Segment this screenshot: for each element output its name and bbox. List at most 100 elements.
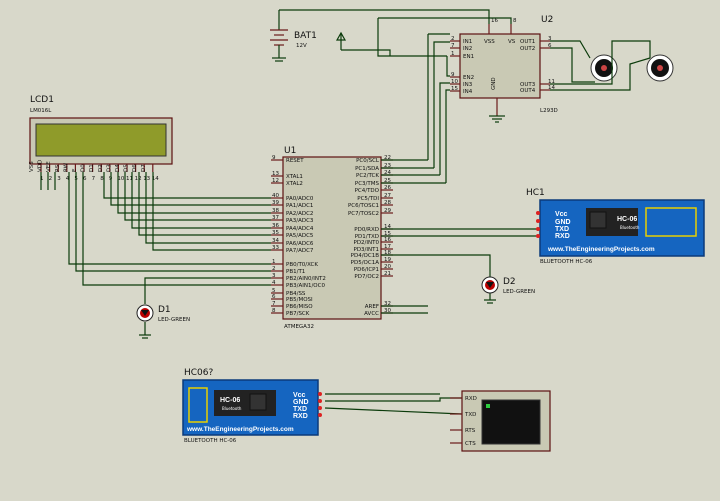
lcd1-pinnum-13: 13 — [143, 176, 150, 182]
u2-pinnum-9: 9 — [451, 72, 455, 78]
u2-pin-out3: OUT3 — [520, 82, 536, 88]
lcd1-pinnum-1: 1 — [40, 176, 44, 182]
u1-pin-pc2-tck: PC2/TCK — [356, 173, 379, 179]
led-d1[interactable]: D1 LED-GREEN — [136, 304, 190, 323]
u1-pin-pc6-tosc1: PC6/TOSC1 — [348, 203, 379, 209]
u1-pinnum-5: 5 — [272, 288, 276, 294]
terminal-cursor — [486, 404, 490, 408]
u1-pin-pd1-txd: PD1/TXD — [355, 234, 379, 240]
lcd1-pin-rw: RW — [63, 162, 69, 172]
u2-pin-in4: IN4 — [463, 89, 473, 95]
led-d2[interactable]: D2 LED-GREEN — [481, 276, 535, 295]
u1-pinnum-4: 4 — [272, 280, 276, 286]
u1-pinnum-22: 22 — [384, 155, 391, 161]
u1-pinnum-6: 6 — [272, 294, 276, 300]
u2-pinnum-11: 11 — [548, 79, 555, 85]
hc06-caption: BLUETOOTH HC-06 — [184, 438, 237, 444]
motor-1[interactable] — [590, 54, 618, 82]
lcd1-pin-d7: D7 — [141, 164, 147, 172]
u2-pin-vss: VSS — [484, 39, 495, 45]
battery-bat1[interactable]: BAT1 12V — [270, 10, 317, 62]
bluetooth-module-hc1[interactable]: HC1 HC-06 Bluetooth Vcc GND TXD RXD www.… — [526, 188, 705, 265]
u1-pin-pc7-tosc2: PC7/TOSC2 — [348, 211, 379, 217]
u1-pinnum-30: 30 — [384, 308, 391, 314]
lcd1-pin-d6: D6 — [132, 164, 138, 172]
hc06-pin-txd: TXD — [293, 406, 307, 413]
u1-pinnum-2: 2 — [272, 266, 276, 272]
hc1-pin-rxd: RXD — [555, 233, 570, 240]
bluetooth-module-hc06[interactable]: HC06? HC-06 Bluetooth Vcc GND TXD RXD ww… — [182, 368, 322, 444]
hc1-site: www.TheEngineeringProjects.com — [547, 246, 655, 253]
u2-pin-out2: OUT2 — [520, 46, 535, 52]
hc06-module-sub: Bluetooth — [222, 406, 242, 411]
u1-pinnum-29: 29 — [384, 208, 391, 214]
u1-pin-pc4-tdo: PC4/TDO — [355, 188, 380, 194]
hc1-module-label: HC-06 — [617, 216, 637, 223]
lcd1-pin-d4: D4 — [115, 164, 121, 172]
u1-pin-pc5-tdi: PC5/TDI — [357, 196, 379, 202]
u1-pinnum-23: 23 — [384, 163, 391, 169]
u1-pinnum-16: 16 — [384, 237, 391, 243]
u1-pinnum-7: 7 — [272, 301, 276, 307]
u2-pinnum-3: 3 — [548, 36, 552, 42]
lcd1-pinnum-10: 10 — [117, 176, 124, 182]
lcd1-pin-vss: VSS — [29, 161, 35, 172]
u2-pinnum-2: 2 — [451, 36, 455, 42]
u2-part: L293D — [540, 108, 558, 114]
lcd1-pinnum-3: 3 — [57, 176, 61, 182]
lcd1-pin-d2: D2 — [98, 164, 104, 172]
u1-pin-pa3-adc3: PA3/ADC3 — [286, 218, 314, 224]
u1-pinnum-12: 12 — [272, 178, 279, 184]
u1-pinnum-37: 37 — [272, 215, 279, 221]
u1-pinnum-38: 38 — [272, 208, 279, 214]
lcd-lcd1[interactable]: LCD1 LM016L — [29, 95, 173, 165]
lcd1-pinnum-11: 11 — [126, 176, 133, 182]
u2-pin-in2: IN2 — [463, 46, 472, 52]
lcd1-pinnum-7: 7 — [92, 176, 96, 182]
terminal-pin-cts: CTS — [465, 441, 476, 447]
lcd1-ref: LCD1 — [30, 95, 54, 105]
u1-pin-pc0-scl: PC0/SCL — [356, 158, 380, 164]
u2-pin-in3: IN3 — [463, 82, 473, 88]
d1-value: LED-GREEN — [158, 317, 190, 323]
u1-pinnum-18: 18 — [384, 250, 391, 256]
hc06-module-label: HC-06 — [220, 397, 240, 404]
lcd1-pinnum-8: 8 — [100, 176, 104, 182]
terminal-pin-txd: TXD — [464, 412, 476, 418]
u1-pinnum-1: 1 — [272, 259, 276, 265]
u1-pin-pa1-adc1: PA1/ADC1 — [286, 203, 313, 209]
u2-ref: U2 — [541, 15, 553, 25]
u1-pin-xtal2: XTAL2 — [286, 181, 303, 187]
lcd1-pinnum-6: 6 — [83, 176, 87, 182]
u1-pin-xtal1: XTAL1 — [286, 174, 303, 180]
u1-pin-pb5-mosi: PB5/MOSI — [286, 297, 313, 303]
u1-pin-pb4-ss: PB4/SS — [286, 291, 306, 297]
bat1-value: 12V — [296, 43, 307, 49]
lcd1-pin-vdd: VDD — [38, 160, 44, 172]
ic-u1-atmega32[interactable]: U1 ATMEGA32 — [282, 146, 382, 330]
ic-u2-l293d[interactable]: U2 L293D VSS VS 16 8 GND — [459, 15, 558, 123]
u1-pinnum-39: 39 — [272, 200, 279, 206]
u1-pinnum-28: 28 — [384, 200, 391, 206]
hc06-pin-gnd: GND — [293, 399, 309, 406]
u2-pinnum-8: 8 — [513, 18, 517, 24]
motor-2[interactable] — [646, 54, 674, 82]
u1-pin-reset: RESET — [286, 158, 304, 164]
lcd1-pin-e: E — [72, 168, 78, 172]
u1-pinnum-14: 14 — [384, 224, 391, 230]
virtual-terminal[interactable]: RXD TXD RTS CTS — [450, 390, 551, 452]
u1-pinnum-25: 25 — [384, 178, 391, 184]
u1-ref: U1 — [284, 146, 296, 156]
u1-pin-avcc: AVCC — [364, 311, 379, 317]
u1-pinnum-21: 21 — [384, 271, 391, 277]
u1-pin-pc1-sda: PC1/SDA — [355, 166, 379, 172]
d2-ref: D2 — [503, 277, 516, 287]
d1-ref: D1 — [158, 305, 171, 315]
power-terminal — [335, 31, 347, 50]
u1-pinnum-17: 17 — [384, 244, 391, 250]
lcd1-part: LM016L — [30, 108, 52, 114]
hc1-ref: HC1 — [526, 188, 545, 198]
hc06-ref: HC06? — [184, 368, 214, 378]
